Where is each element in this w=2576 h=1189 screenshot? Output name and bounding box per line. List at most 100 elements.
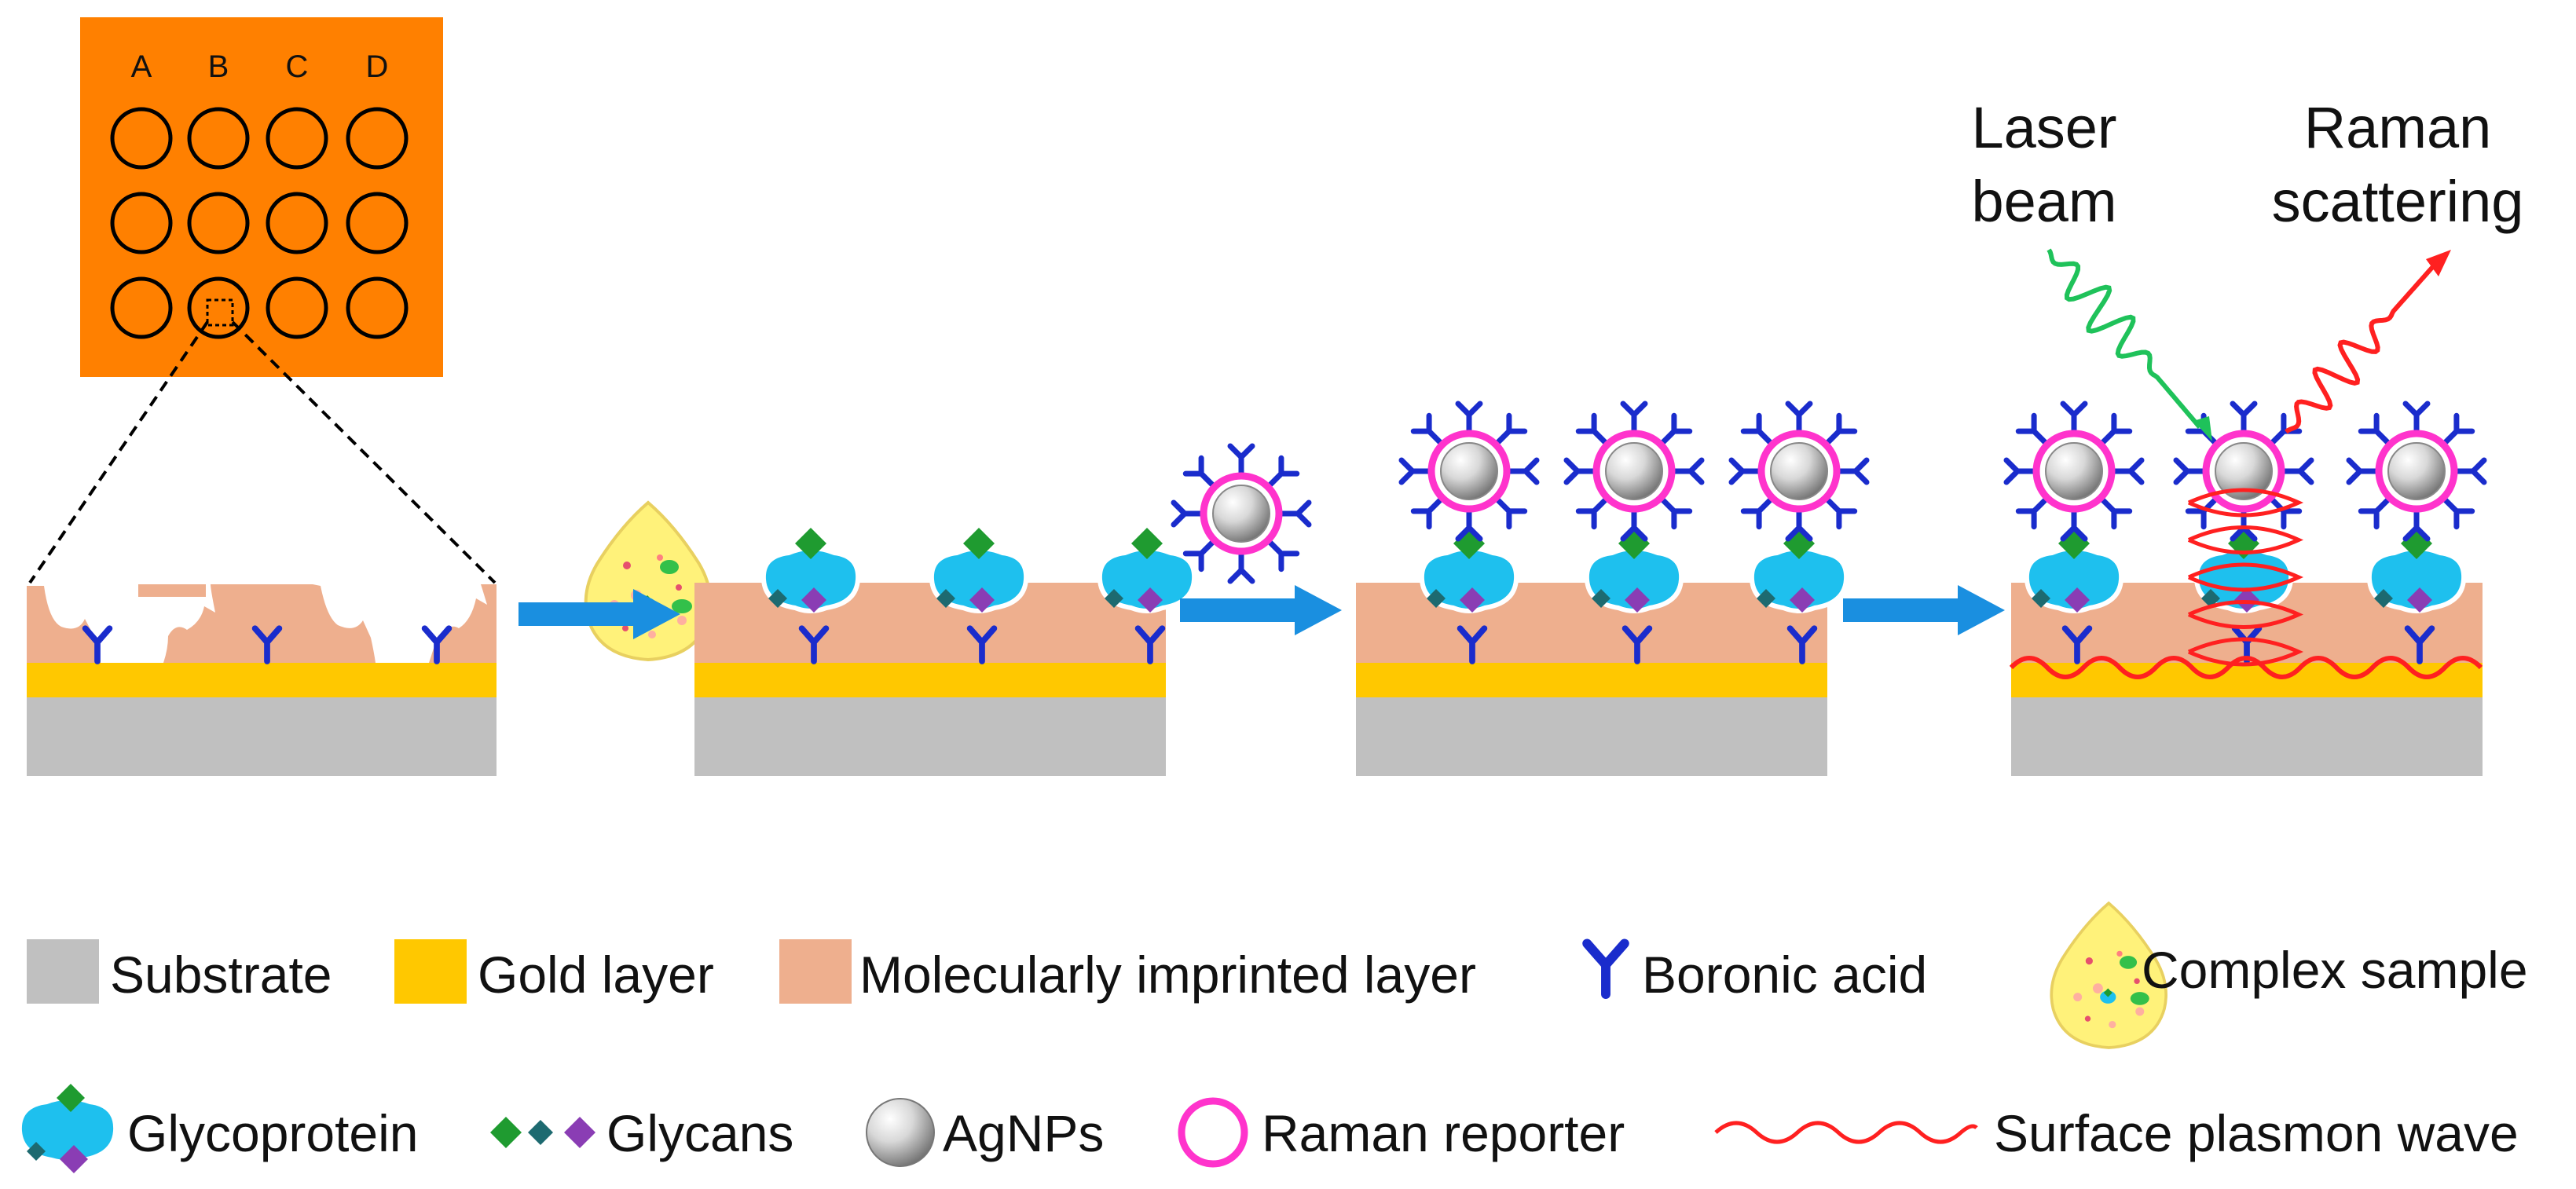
boronic-acid-arm <box>1822 412 1858 448</box>
boronic-acid-icon <box>1457 625 1488 664</box>
agnp-core <box>2387 442 2446 500</box>
glycan-teal <box>1757 589 1775 608</box>
zoom-region <box>206 298 234 327</box>
substrate-swatch <box>27 939 99 1004</box>
well <box>266 107 328 170</box>
glycoprotein <box>760 528 861 664</box>
surface-plasmon-wave-icon <box>2009 656 2483 679</box>
sample-particle <box>2084 1015 2091 1022</box>
legend-label-sample: Complex sample <box>2142 941 2528 999</box>
raman-scattering-arrowhead <box>2426 250 2451 276</box>
glycan-teal <box>2032 589 2050 608</box>
sample-particle <box>648 631 656 638</box>
stage-1-imprinted-surface <box>27 584 497 776</box>
sample-particle <box>660 560 679 574</box>
stage-4-raman-probes <box>2003 401 2487 542</box>
raman-probe <box>2003 401 2145 542</box>
stage-1-boronic-acids <box>82 625 453 664</box>
boronic-acid-icon <box>251 625 283 664</box>
gold-layer <box>27 663 497 697</box>
boronic-acid-arm <box>1575 494 1611 530</box>
boronic-acid-arm <box>2358 412 2394 448</box>
glycan-green <box>1131 528 1163 559</box>
sample-particle <box>623 562 631 569</box>
well <box>110 276 173 339</box>
sample-particle <box>2103 988 2112 997</box>
sample-particle <box>672 599 692 613</box>
boronic-acid-arm <box>2015 412 2051 448</box>
raman-probe <box>1171 443 1312 584</box>
boronic-acid-arm <box>2358 494 2394 530</box>
glycoprotein-body <box>2366 546 2467 613</box>
gold-layer <box>2011 663 2483 697</box>
boronic-acid-icon <box>2061 625 2093 664</box>
column-label-d: D <box>366 49 389 84</box>
stage-2-glycoprotein-capture <box>694 528 1197 776</box>
arrow-icon <box>518 589 680 639</box>
legend-label-glycans: Glycans <box>606 1104 793 1162</box>
well <box>266 192 328 254</box>
legend-label-gold: Gold layer <box>478 946 714 1004</box>
glycan-teal <box>1105 589 1123 608</box>
boronic-acid-icon <box>1134 625 1166 664</box>
boronic-acid-icon <box>1582 938 1629 999</box>
glycan-teal <box>2201 589 2220 608</box>
glycoprotein-body <box>1419 546 1519 613</box>
laser-beam-arrowhead <box>2193 416 2212 441</box>
sample-particle <box>2134 978 2140 985</box>
boronic-acid-arm <box>2439 412 2475 448</box>
sample-particle <box>2073 993 2083 1002</box>
stage-3-raman-probes <box>1398 401 1870 542</box>
well <box>187 107 250 170</box>
sample-particle <box>2116 950 2123 957</box>
glycan-purple <box>2065 587 2090 613</box>
agnp-core <box>1212 485 1270 543</box>
laser-label-line1: Laser <box>1971 95 2116 160</box>
glycan-teal <box>768 589 787 608</box>
chip-plate <box>80 17 443 377</box>
boronic-acid-arm <box>1822 494 1858 530</box>
plasmonic-field-oscillation <box>2187 488 2304 667</box>
boronic-acid-icon <box>966 625 998 664</box>
sample-particle <box>2109 1020 2116 1029</box>
well <box>346 107 409 170</box>
well <box>346 192 409 254</box>
legend-label-agnps: AgNPs <box>943 1104 1104 1162</box>
boronic-acid-icon <box>82 625 113 664</box>
agnp-core <box>2045 442 2103 500</box>
stage-3-glycoproteins <box>1419 528 1849 664</box>
glycan-icon <box>490 1117 595 1148</box>
process-arrows <box>518 585 2005 639</box>
substrate-layer <box>2011 697 2483 776</box>
agnp-core <box>2215 442 2273 500</box>
boronic-acid-arm <box>1740 494 1776 530</box>
zoom-line-right <box>231 320 497 584</box>
glycan-purple <box>1460 587 1485 613</box>
sample-particle <box>677 616 687 625</box>
gold-swatch <box>394 939 467 1004</box>
boronic-acid-arm <box>1182 455 1218 491</box>
sensor-chip: A B C D <box>28 17 497 584</box>
agnp-icon <box>866 1098 935 1167</box>
glycoprotein <box>2366 528 2467 664</box>
complex-sample-icon <box>2050 901 2167 1049</box>
boronic-acid-arm <box>1492 494 1528 530</box>
boronic-acid-arm <box>1575 412 1611 448</box>
boronic-acid-arm <box>2266 412 2303 448</box>
raman-probe <box>1728 401 1870 542</box>
gold-layer <box>694 663 1166 697</box>
laser-beam-icon <box>2047 248 2202 429</box>
glycoprotein <box>929 528 1029 664</box>
glycan-purple <box>801 587 826 613</box>
glycoprotein <box>1749 528 1849 664</box>
surface-plasmon-wave-icon <box>1714 1121 1978 1144</box>
column-label-a: A <box>131 49 152 84</box>
raman-label-line2: scattering <box>2272 169 2524 234</box>
well <box>187 192 250 254</box>
well <box>266 276 328 339</box>
raman-reporter-icon <box>1178 1097 1248 1168</box>
complex-sample-drop <box>584 500 713 662</box>
boronic-acid-arm <box>2097 412 2133 448</box>
stage-3-probe-binding <box>1356 401 1870 776</box>
complex-sample-icon <box>584 500 713 662</box>
